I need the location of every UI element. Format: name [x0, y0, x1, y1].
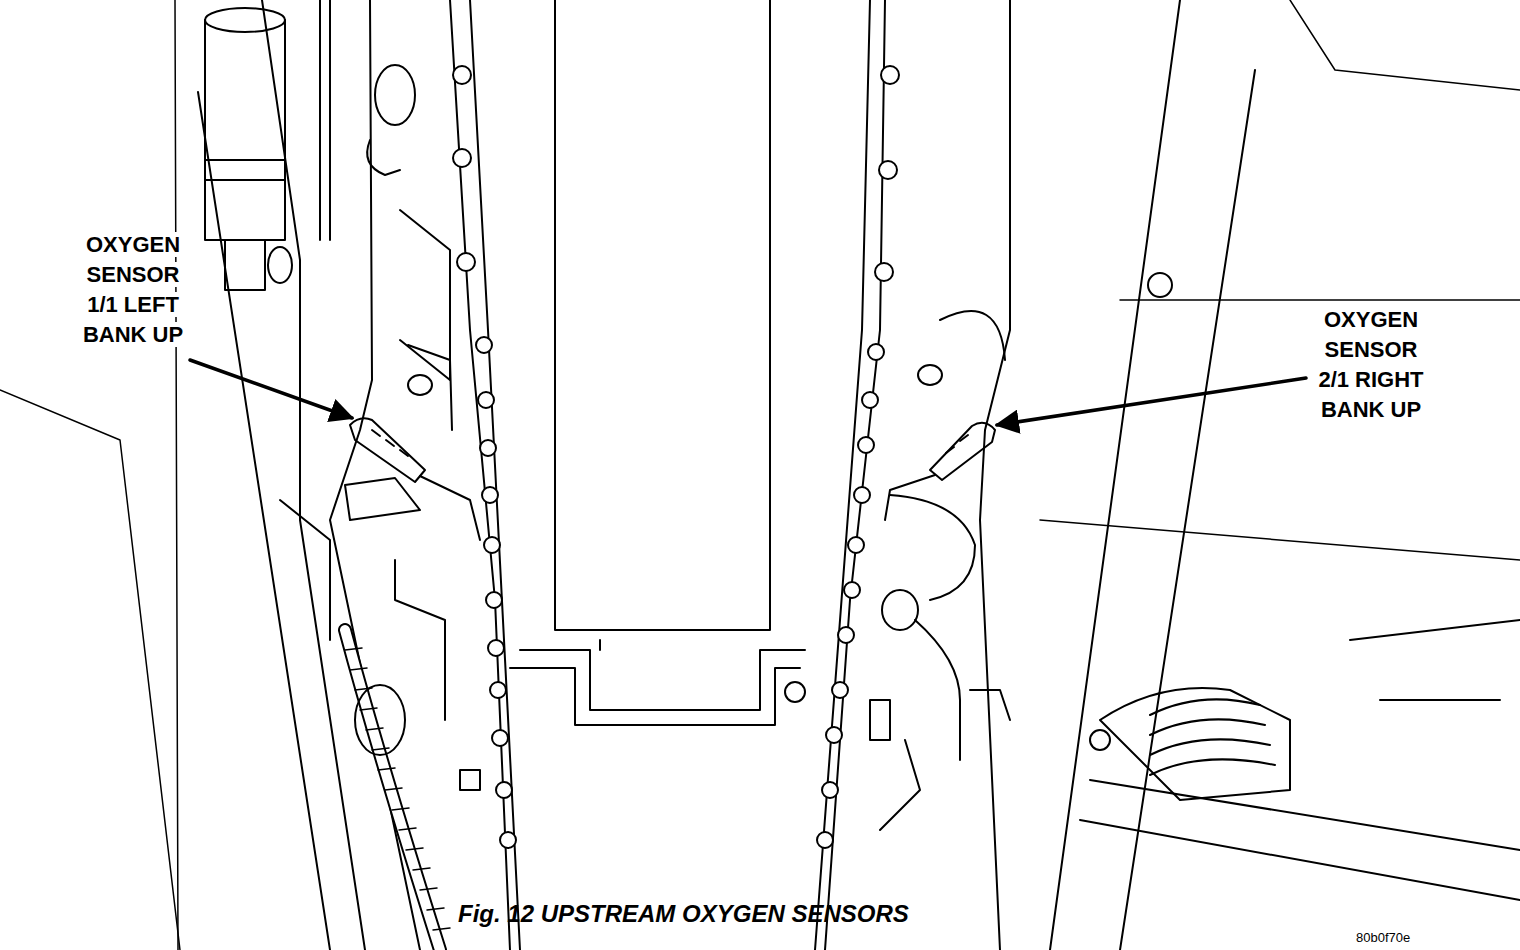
figure-code-text: 80b0f70e [1356, 930, 1410, 945]
figure-caption-text: Fig. 12 UPSTREAM OXYGEN SENSORS [458, 900, 909, 927]
callout-label-text: OXYGEN SENSOR 1/1 LEFT BANK UP [83, 232, 183, 347]
callout-label: OXYGEN SENSOR 1/1 LEFT BANK UP [72, 230, 194, 350]
figure-caption: Fig. 12 UPSTREAM OXYGEN SENSORS [458, 900, 909, 928]
callout-label-text: OXYGEN SENSOR 2/1 RIGHT BANK UP [1318, 307, 1423, 422]
callout-label: OXYGEN SENSOR 2/1 RIGHT BANK UP [1310, 305, 1432, 425]
figure-code: 80b0f70e [1356, 930, 1410, 945]
